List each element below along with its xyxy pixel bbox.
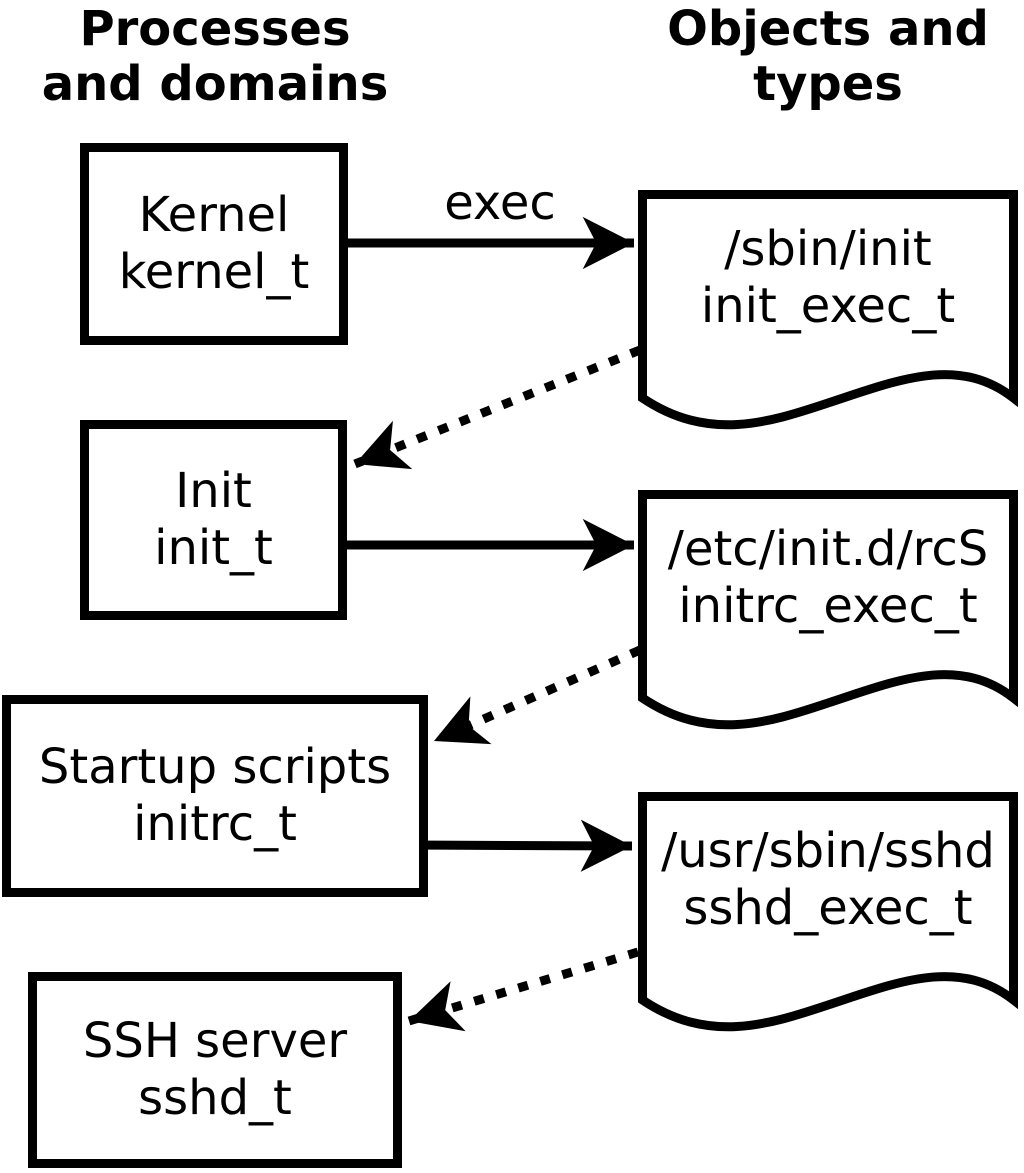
- document-shape-etc-initd-rcs: [638, 490, 1018, 730]
- process-type: init_t: [154, 520, 273, 576]
- transition-arrow-sbin-init-to-init: [353, 345, 642, 470]
- document-shape-sbin-init: [638, 190, 1018, 430]
- process-type: sshd_t: [138, 1070, 292, 1126]
- process-box-init: Init init_t: [80, 420, 347, 620]
- process-type: initrc_t: [133, 796, 297, 852]
- object-label-usr-sbin-sshd: /usr/sbin/sshd sshd_exec_t: [648, 823, 1008, 937]
- exec-arrow-initrc-to-sshd: [409, 819, 633, 872]
- process-name: Kernel: [138, 187, 290, 243]
- column-header-objects-line1: Objects and: [667, 1, 989, 57]
- object-label-etc-initd-rcs: /etc/init.d/rcS initrc_exec_t: [648, 521, 1008, 635]
- exec-label: exec: [444, 175, 556, 231]
- object-path: /etc/init.d/rcS: [667, 521, 989, 577]
- process-box-ssh-server: SSH server sshd_t: [28, 972, 402, 1168]
- process-name: SSH server: [82, 1013, 348, 1069]
- process-name: Init: [175, 463, 252, 519]
- process-box-kernel: Kernel kernel_t: [80, 143, 348, 345]
- object-path: /sbin/init: [724, 221, 932, 277]
- column-header-objects: Objects and types: [633, 2, 1023, 112]
- process-box-startup-scripts: Startup scripts initrc_t: [2, 695, 428, 897]
- process-type: kernel_t: [118, 244, 310, 300]
- column-header-processes: Processes and domains: [20, 2, 410, 112]
- object-path: /usr/sbin/sshd: [661, 823, 995, 879]
- column-header-processes-line1: Processes: [79, 1, 351, 57]
- process-name: Startup scripts: [38, 739, 392, 795]
- object-label-sbin-init: /sbin/init init_exec_t: [648, 221, 1008, 335]
- object-type: initrc_exec_t: [678, 578, 978, 634]
- object-type: sshd_exec_t: [683, 880, 973, 936]
- column-header-objects-line2: types: [753, 56, 903, 112]
- object-type: init_exec_t: [700, 278, 956, 334]
- transition-arrow-rcs-to-initrc: [432, 645, 642, 746]
- transition-arrow-sshd-to-sshserver: [407, 947, 640, 1032]
- document-shape-usr-sbin-sshd: [638, 792, 1018, 1032]
- column-header-processes-line2: and domains: [41, 56, 389, 112]
